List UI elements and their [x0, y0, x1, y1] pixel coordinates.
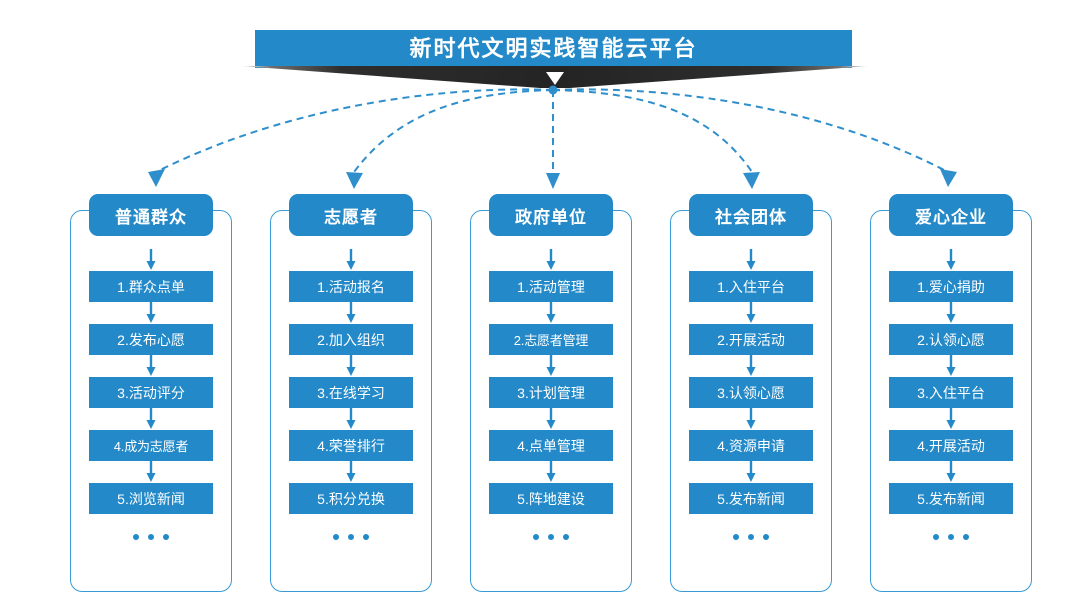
role-item-3-4[interactable]: 5.发布新闻 [689, 483, 813, 514]
role-item-2-4[interactable]: 5.阵地建设 [489, 483, 613, 514]
arrow-down-icon [946, 249, 956, 270]
arrow-down-icon [146, 355, 156, 376]
page-title: 新时代文明实践智能云平台 [409, 36, 698, 61]
role-column-header-2[interactable]: 政府单位 [489, 194, 613, 236]
arrow-down-icon [546, 249, 556, 270]
arrow-down-icon [746, 461, 756, 482]
arrow-down-icon [546, 461, 556, 482]
arrow-down-icon [946, 302, 956, 323]
role-item-4-1[interactable]: 2.认领心愿 [889, 324, 1013, 355]
role-column-0[interactable]: 普通群众 1.群众点单 2.发布心愿 3.活动评分 4.成为志愿者 5.浏览新闻 [70, 194, 232, 592]
role-column-body-1: 1.活动报名 2.加入组织 3.在线学习 4.荣誉排行 5.积分兑换 [271, 249, 431, 540]
arrow-down-icon [146, 408, 156, 429]
role-item-0-1[interactable]: 2.发布心愿 [89, 324, 213, 355]
role-item-4-0[interactable]: 1.爱心捐助 [889, 271, 1013, 302]
role-item-4-3[interactable]: 4.开展活动 [889, 430, 1013, 461]
role-column-header-3[interactable]: 社会团体 [689, 194, 813, 236]
role-item-1-0[interactable]: 1.活动报名 [289, 271, 413, 302]
role-item-3-2[interactable]: 3.认领心愿 [689, 377, 813, 408]
role-item-2-3[interactable]: 4.点单管理 [489, 430, 613, 461]
role-item-1-1[interactable]: 2.加入组织 [289, 324, 413, 355]
arrow-down-icon [146, 249, 156, 270]
arrow-down-icon [346, 461, 356, 482]
more-items-ellipsis-0 [133, 534, 169, 540]
arrow-down-icon [346, 249, 356, 270]
role-item-0-3[interactable]: 4.成为志愿者 [89, 430, 213, 461]
role-column-body-0: 1.群众点单 2.发布心愿 3.活动评分 4.成为志愿者 5.浏览新闻 [71, 249, 231, 540]
role-item-1-4[interactable]: 5.积分兑换 [289, 483, 413, 514]
role-item-0-4[interactable]: 5.浏览新闻 [89, 483, 213, 514]
arrow-down-icon [946, 355, 956, 376]
role-item-3-0[interactable]: 1.入住平台 [689, 271, 813, 302]
role-item-0-0[interactable]: 1.群众点单 [89, 271, 213, 302]
arrow-down-icon [746, 302, 756, 323]
banner-bar: 新时代文明实践智能云平台 [255, 30, 852, 68]
more-items-ellipsis-4 [933, 534, 969, 540]
role-column-4[interactable]: 爱心企业 1.爱心捐助 2.认领心愿 3.入住平台 4.开展活动 5.发布新闻 [870, 194, 1032, 592]
role-column-title-2: 政府单位 [515, 207, 587, 227]
role-column-2[interactable]: 政府单位 1.活动管理 2.志愿者管理 3.计划管理 4.点单管理 5.阵地建设 [470, 194, 632, 592]
role-item-2-2[interactable]: 3.计划管理 [489, 377, 613, 408]
role-column-1[interactable]: 志愿者 1.活动报名 2.加入组织 3.在线学习 4.荣誉排行 5.积分兑换 [270, 194, 432, 592]
more-items-ellipsis-2 [533, 534, 569, 540]
role-item-1-2[interactable]: 3.在线学习 [289, 377, 413, 408]
role-column-body-4: 1.爱心捐助 2.认领心愿 3.入住平台 4.开展活动 5.发布新闻 [871, 249, 1031, 540]
arrow-down-icon [546, 302, 556, 323]
role-column-header-0[interactable]: 普通群众 [89, 194, 213, 236]
role-column-title-3: 社会团体 [715, 207, 787, 227]
role-item-3-1[interactable]: 2.开展活动 [689, 324, 813, 355]
role-item-1-3[interactable]: 4.荣誉排行 [289, 430, 413, 461]
arrow-down-icon [546, 408, 556, 429]
arrow-down-icon [346, 408, 356, 429]
arrow-down-icon [946, 461, 956, 482]
role-item-0-2[interactable]: 3.活动评分 [89, 377, 213, 408]
arrow-down-icon [746, 408, 756, 429]
chevron-down-icon [546, 72, 564, 85]
role-item-4-2[interactable]: 3.入住平台 [889, 377, 1013, 408]
role-item-4-4[interactable]: 5.发布新闻 [889, 483, 1013, 514]
role-column-body-3: 1.入住平台 2.开展活动 3.认领心愿 4.资源申请 5.发布新闻 [671, 249, 831, 540]
role-column-header-1[interactable]: 志愿者 [289, 194, 413, 236]
arrow-down-icon [746, 249, 756, 270]
arrow-down-icon [346, 302, 356, 323]
arrow-down-icon [746, 355, 756, 376]
arrow-down-icon [346, 355, 356, 376]
role-item-2-1[interactable]: 2.志愿者管理 [489, 324, 613, 355]
arrow-down-icon [146, 302, 156, 323]
role-column-title-0: 普通群众 [115, 207, 187, 227]
role-item-3-3[interactable]: 4.资源申请 [689, 430, 813, 461]
role-column-body-2: 1.活动管理 2.志愿者管理 3.计划管理 4.点单管理 5.阵地建设 [471, 249, 631, 540]
banner-ribbon-tail [240, 66, 870, 88]
role-column-title-1: 志愿者 [324, 207, 378, 227]
arrow-down-icon [146, 461, 156, 482]
more-items-ellipsis-1 [333, 534, 369, 540]
role-column-title-4: 爱心企业 [915, 207, 987, 227]
platform-title-banner: 新时代文明实践智能云平台 [255, 30, 852, 68]
role-item-2-0[interactable]: 1.活动管理 [489, 271, 613, 302]
role-column-3[interactable]: 社会团体 1.入住平台 2.开展活动 3.认领心愿 4.资源申请 5.发布新闻 [670, 194, 832, 592]
more-items-ellipsis-3 [733, 534, 769, 540]
arrow-down-icon [946, 408, 956, 429]
role-column-header-4[interactable]: 爱心企业 [889, 194, 1013, 236]
arrow-down-icon [546, 355, 556, 376]
